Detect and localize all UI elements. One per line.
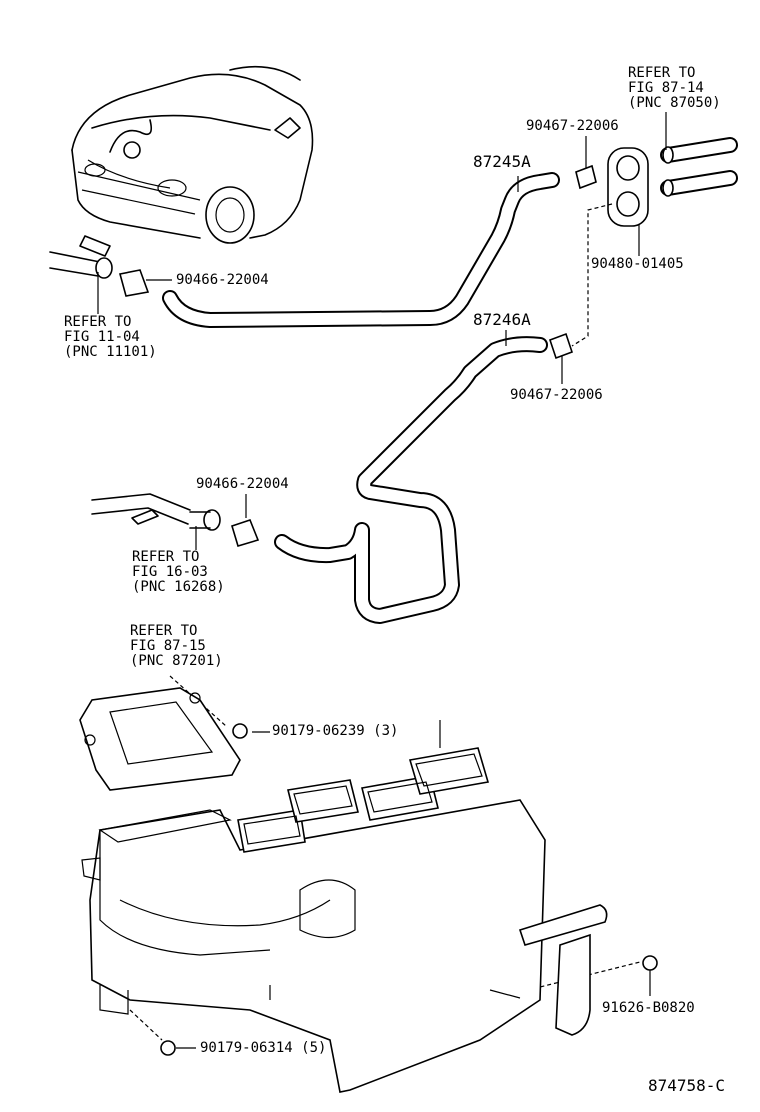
label-nut-lower: 90179-06314 (5): [200, 1040, 327, 1056]
ref-fig-11-04: REFER TO FIG 11-04 (PNC 11101): [64, 315, 157, 360]
left-pipe-lower: [91, 493, 260, 547]
label-clamp-upper-right: 90467-22006: [526, 118, 619, 134]
ref-line: REFER TO: [132, 549, 200, 565]
heater-unit: [81, 720, 546, 1093]
label-bolt-bracket: 91626-B0820: [602, 1000, 695, 1016]
label-grommet: 90480-01405: [591, 256, 684, 272]
label-hose-lower: 87246A: [473, 310, 531, 329]
ref-line: (PNC 87201): [130, 653, 223, 669]
ref-line: FIG 16-03: [132, 564, 208, 580]
left-pipe-upper: [49, 235, 150, 297]
label-nut-upper: 90179-06239 (3): [272, 723, 399, 739]
label-clamp-lower-left: 90466-22004: [196, 476, 289, 492]
ref-fig-16-03: REFER TO FIG 16-03 (PNC 16268): [132, 550, 225, 595]
label-clamp-upper-left: 90466-22004: [176, 272, 269, 288]
diagram-id: 874758-C: [648, 1076, 726, 1095]
ref-line: FIG 87-15: [130, 638, 206, 654]
car-illustration: [71, 65, 314, 244]
bracket: [518, 904, 658, 1036]
ref-line: FIG 11-04: [64, 329, 140, 345]
ref-line: (PNC 87050): [628, 95, 721, 111]
ref-line: (PNC 16268): [132, 579, 225, 595]
ref-line: REFER TO: [64, 314, 132, 330]
ref-line: FIG 87-14: [628, 80, 704, 96]
ref-line: (PNC 11101): [64, 344, 157, 360]
hose-87246a: [274, 336, 548, 624]
ref-fig-87-15: REFER TO FIG 87-15 (PNC 87201): [130, 624, 223, 669]
label-clamp-lower-right: 90467-22006: [510, 387, 603, 403]
ref-fig-87-14: REFER TO FIG 87-14 (PNC 87050): [628, 66, 721, 111]
label-hose-upper: 87245A: [473, 152, 531, 171]
ref-line: REFER TO: [628, 65, 696, 81]
ref-line: REFER TO: [130, 623, 198, 639]
right-components: [548, 137, 738, 360]
duct: [79, 687, 248, 791]
